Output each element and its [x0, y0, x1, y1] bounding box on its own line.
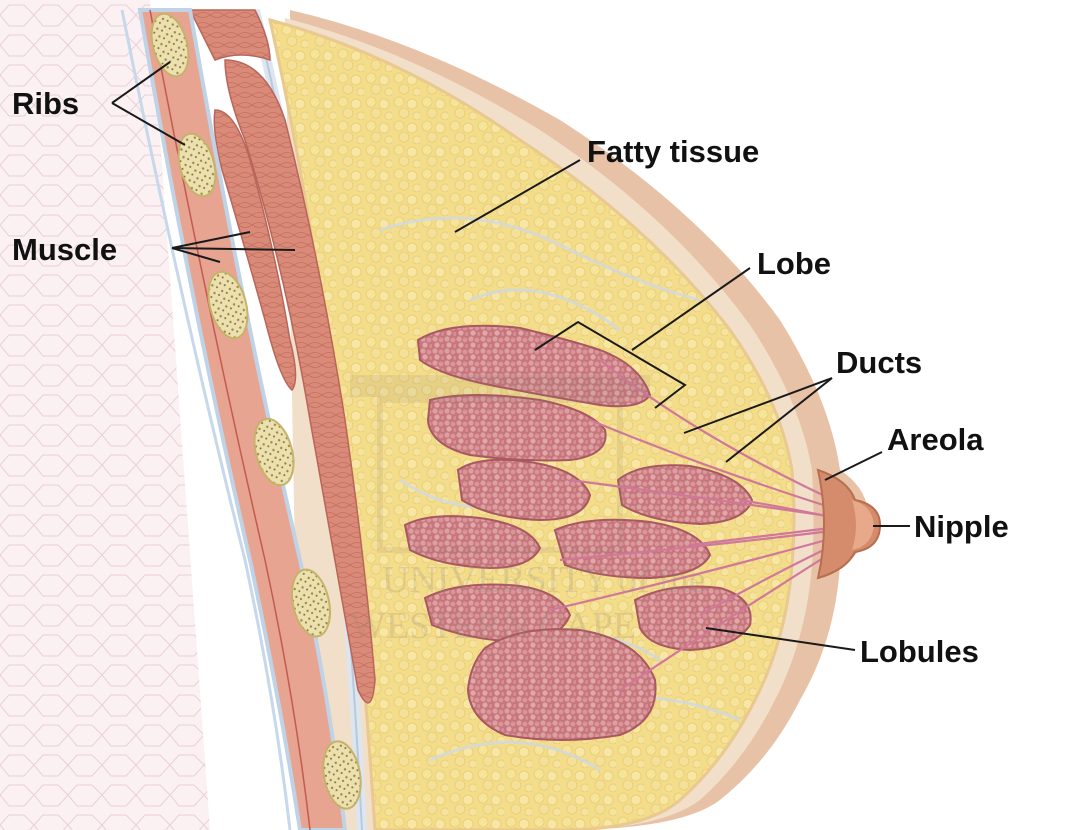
label-ducts: Ducts — [836, 345, 922, 380]
label-muscle: Muscle — [12, 232, 117, 267]
watermark-line-1: UNIVERSITY of the — [382, 559, 706, 601]
label-nipple: Nipple — [914, 509, 1009, 544]
label-lobules: Lobules — [860, 634, 979, 669]
watermark-line-2: WESTERN CAPE — [350, 605, 636, 647]
label-areola: Areola — [887, 422, 984, 457]
upper-muscle-band — [190, 10, 270, 60]
label-lobe: Lobe — [757, 246, 831, 281]
label-ribs: Ribs — [12, 86, 79, 121]
label-fatty-tissue: Fatty tissue — [587, 134, 759, 169]
